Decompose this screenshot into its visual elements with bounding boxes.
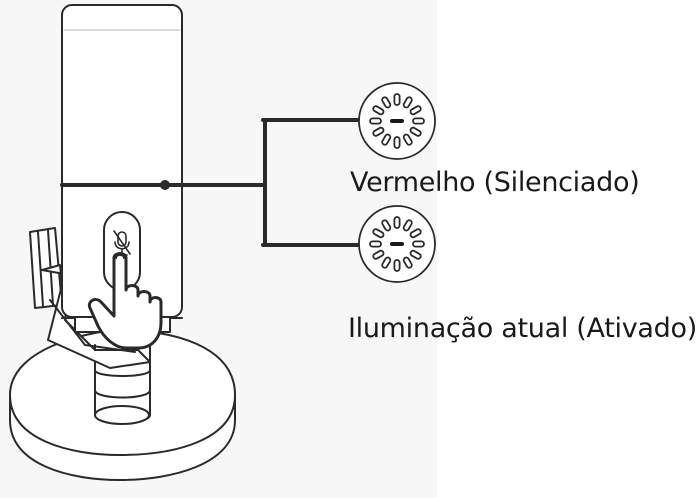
stand-neck bbox=[94, 344, 151, 425]
led-indicator-muted-icon bbox=[358, 82, 436, 160]
active-state-label: Iluminação atual (Ativado) bbox=[348, 313, 697, 344]
led-indicator-active-icon bbox=[358, 205, 436, 283]
muted-state-label: Vermelho (Silenciado) bbox=[350, 167, 640, 198]
pointing-hand-icon bbox=[87, 252, 163, 350]
leader-junction-dot bbox=[160, 180, 170, 190]
